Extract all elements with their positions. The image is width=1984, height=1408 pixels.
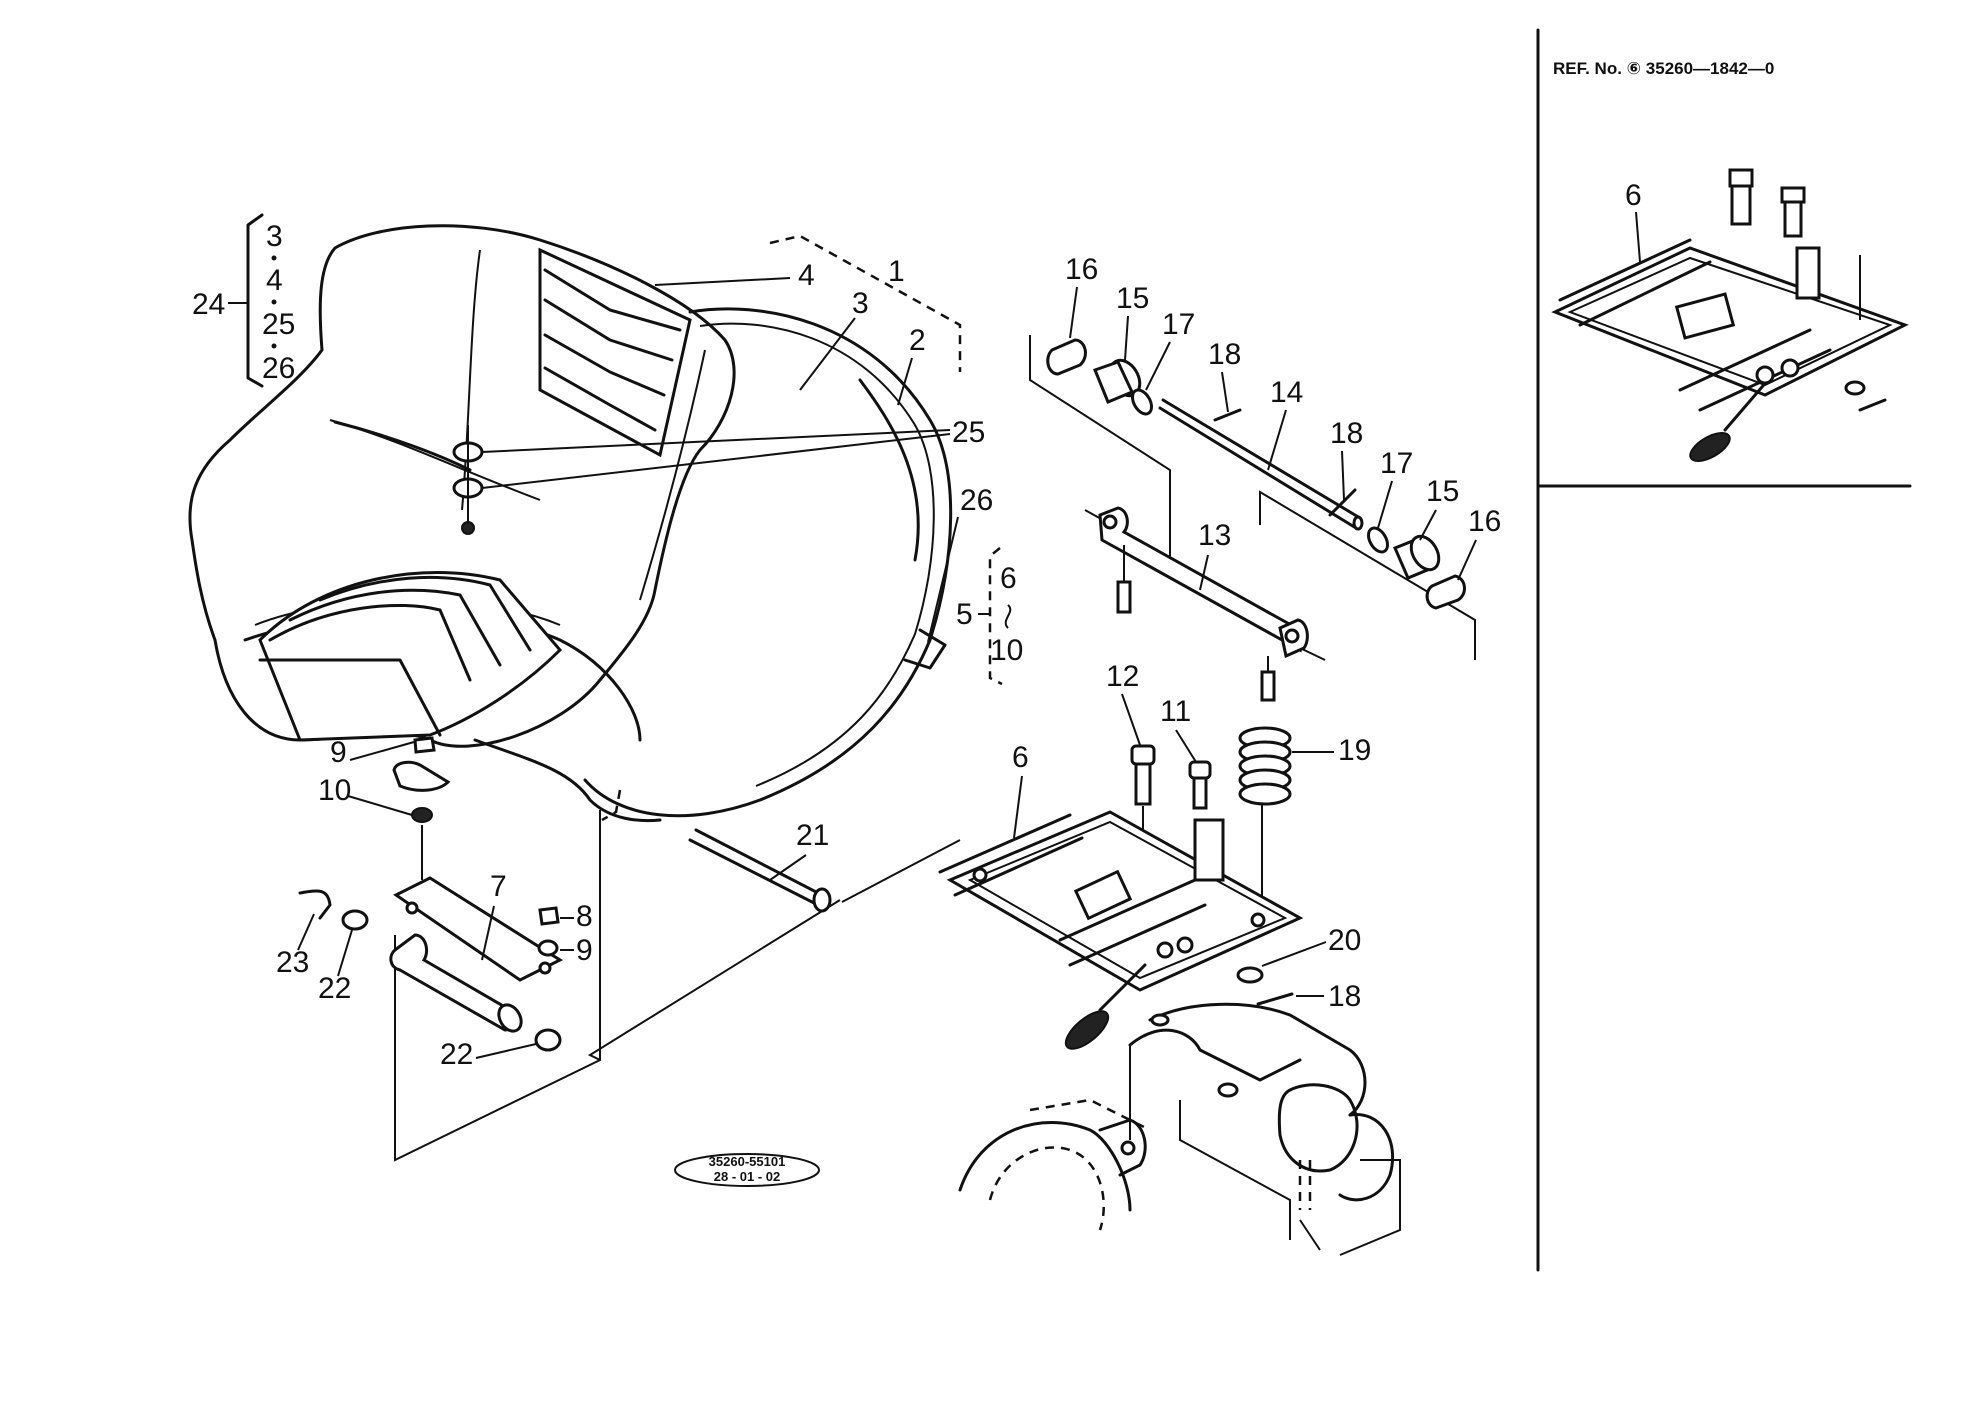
- group-5-bracket: 5 6 10: [956, 547, 1023, 686]
- reference-panel: REF. No. ⑥ 35260—1842—0 6: [1536, 28, 1912, 1272]
- callout-3: 3: [852, 287, 869, 320]
- callout-9-right: 9: [576, 934, 593, 967]
- callout-15-left: 15: [1116, 282, 1149, 315]
- callout-21: 21: [796, 819, 829, 852]
- callout-6-reference: 6: [1625, 179, 1642, 212]
- bolts-and-spring-drawing: [1130, 726, 1292, 926]
- callout-6: 6: [1012, 741, 1029, 774]
- bracket-13-drawing: [1084, 506, 1326, 702]
- pin-21-drawing: [688, 828, 961, 913]
- callout-18-bottom: 18: [1328, 980, 1361, 1013]
- seat-assembly-drawing: [188, 224, 953, 823]
- washer-20: [1236, 966, 1264, 984]
- spring-19: [1238, 726, 1292, 806]
- callout-17-right: 17: [1380, 447, 1413, 480]
- drawing-number-stamp: 35260-55101 28 - 01 - 02: [674, 1153, 820, 1187]
- callout-26: 26: [960, 484, 993, 517]
- group-24-label: 24: [192, 288, 225, 321]
- stamp-line-2: 28 - 01 - 02: [714, 1169, 781, 1184]
- washer-22-left: [341, 909, 369, 931]
- callout-18-right: 18: [1330, 417, 1363, 450]
- callout-13: 13: [1198, 519, 1231, 552]
- washer-22-right: [534, 1028, 562, 1052]
- seat-slide-drawing: [938, 810, 1304, 1050]
- callout-9-top: 9: [330, 736, 347, 769]
- callout-12: 12: [1106, 660, 1139, 693]
- group-5-item-6: 6: [1000, 562, 1017, 595]
- callout-2: 2: [909, 324, 926, 357]
- callout-4: 4: [798, 259, 815, 292]
- pin-18: [1256, 992, 1294, 1006]
- callout-25: 25: [952, 416, 985, 449]
- group-24-item-4: 4: [266, 264, 283, 297]
- hinge-bracket-drawing: [298, 736, 841, 1162]
- callout-8: 8: [576, 900, 593, 933]
- group-24-bracket: 24 3 4 25 26: [192, 213, 295, 388]
- callout-17-left: 17: [1162, 308, 1195, 341]
- callout-19: 19: [1338, 734, 1371, 767]
- stamp-line-1: 35260-55101: [709, 1154, 786, 1169]
- reference-seat-slide-drawing: [1551, 168, 1909, 463]
- callout-14: 14: [1270, 376, 1303, 409]
- callout-16-right: 16: [1468, 505, 1501, 538]
- group-24-item-3: 3: [266, 220, 283, 253]
- callout-23: 23: [276, 946, 309, 979]
- callout-10: 10: [318, 774, 351, 807]
- group-24-item-26: 26: [262, 352, 295, 385]
- group-5-label: 5: [956, 598, 973, 631]
- callout-20: 20: [1328, 924, 1361, 957]
- reference-number: REF. No. ⑥ 35260—1842—0: [1553, 59, 1774, 78]
- callout-11: 11: [1160, 695, 1191, 728]
- callout-18-left: 18: [1208, 338, 1241, 371]
- callout-15-right: 15: [1426, 475, 1459, 508]
- callout-1: 1: [888, 255, 905, 288]
- pivot-shaft-drawing: [1029, 335, 1476, 660]
- callout-22-left: 22: [318, 972, 351, 1005]
- callout-7: 7: [490, 870, 507, 903]
- group-5-item-10: 10: [990, 634, 1023, 667]
- group-24-item-25: 25: [262, 308, 295, 341]
- callout-22-right: 22: [440, 1038, 473, 1071]
- frame-context-drawing: [958, 1002, 1401, 1256]
- callout-16-left: 16: [1065, 253, 1098, 286]
